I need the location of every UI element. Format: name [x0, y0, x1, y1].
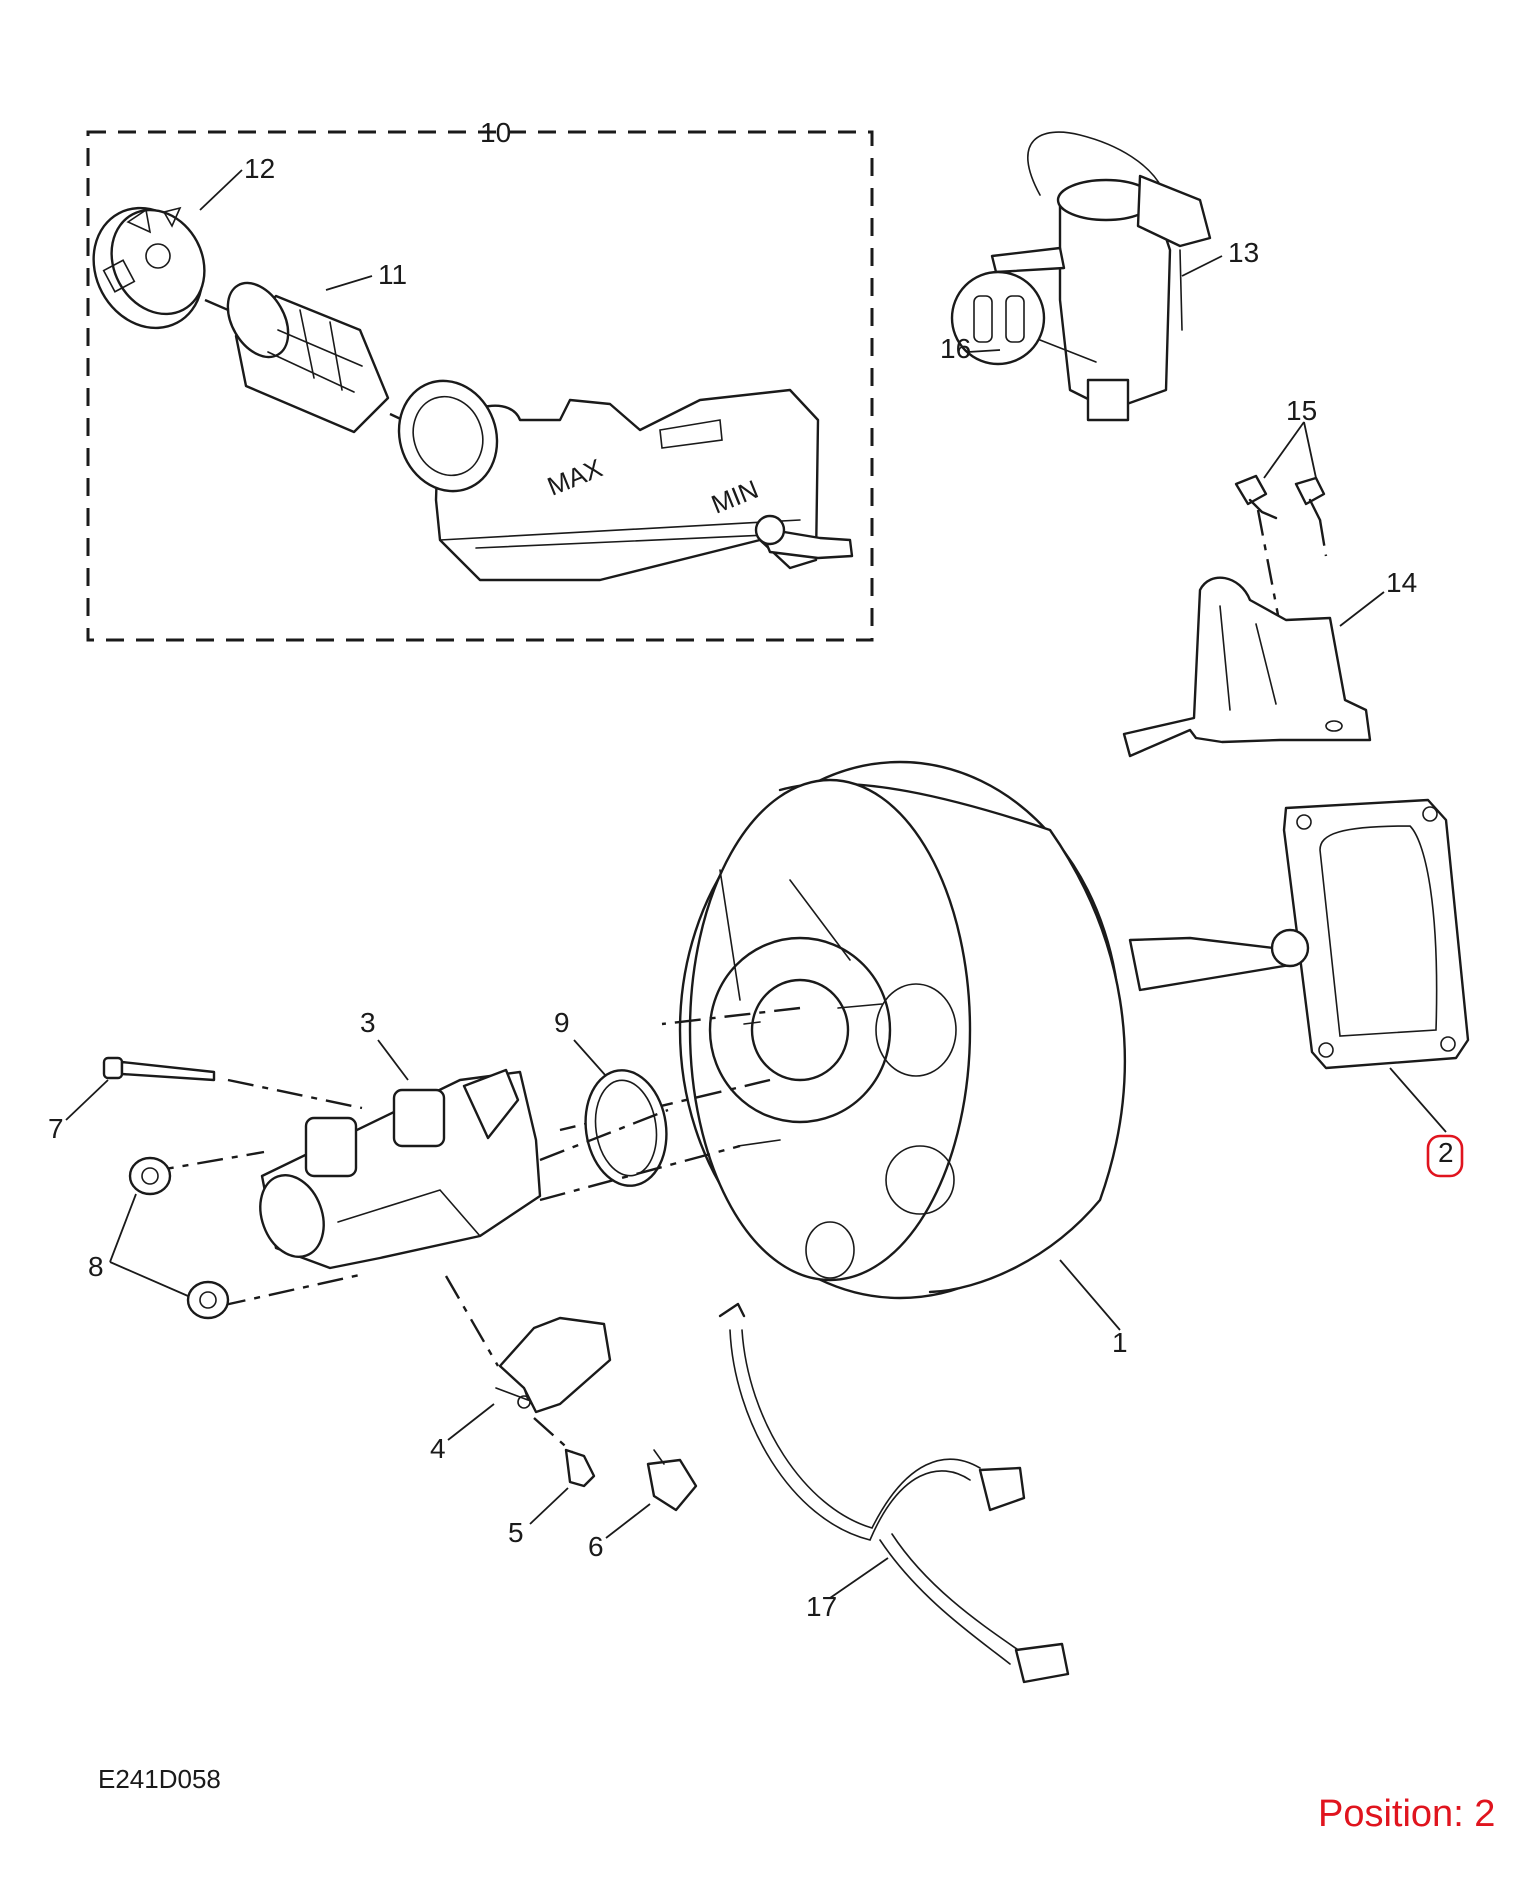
callout-12: 12: [244, 153, 275, 184]
part-13-vacuum-pump[interactable]: [990, 131, 1212, 422]
part-10-reservoir-body[interactable]: MAX MIN: [384, 367, 854, 582]
part-15-bolts[interactable]: [1234, 474, 1326, 522]
callout-7: 7: [48, 1113, 64, 1144]
part-11-strainer[interactable]: [215, 272, 390, 434]
part-14-bracket[interactable]: [1122, 576, 1372, 758]
part-3-master-cylinder[interactable]: [249, 1068, 542, 1270]
position-highlight-marker: [1426, 1134, 1464, 1178]
part-5-screw[interactable]: [564, 1448, 596, 1488]
position-label: Position: 2: [1318, 1793, 1495, 1835]
leader-lines: [65, 169, 1447, 1599]
callout-9: 9: [554, 1007, 570, 1038]
callout-15: 15: [1286, 395, 1317, 426]
callout-13: 13: [1228, 237, 1259, 268]
callout-14: 14: [1386, 567, 1417, 598]
callout-10: 10: [480, 117, 511, 148]
callout-4: 4: [430, 1433, 446, 1464]
part-16-seals-inset[interactable]: [950, 270, 1097, 366]
part-9-o-ring[interactable]: [578, 1065, 673, 1191]
callout-16: 16: [940, 333, 971, 364]
part-2-gasket[interactable]: [1282, 798, 1470, 1070]
part-17-vacuum-hose[interactable]: [718, 1302, 1070, 1684]
drawing-code: E241D058: [98, 1764, 221, 1794]
assembly-group-box: [86, 130, 874, 642]
callout-8: 8: [88, 1251, 104, 1282]
part-7-bolt[interactable]: [102, 1056, 216, 1082]
callout-3: 3: [360, 1007, 376, 1038]
callout-11: 11: [378, 259, 407, 290]
part-4-sensor[interactable]: [495, 1316, 612, 1414]
callout-17: 17: [806, 1591, 837, 1622]
callout-2: 2: [1438, 1137, 1454, 1168]
part-6-switch[interactable]: [646, 1449, 698, 1512]
part-12-reservoir-cap[interactable]: [73, 189, 223, 347]
callout-6: 6: [588, 1531, 604, 1562]
part-8-nuts[interactable]: [128, 1156, 230, 1320]
callout-1: 1: [1112, 1327, 1128, 1358]
part-1-brake-booster[interactable]: [678, 760, 1310, 1300]
callout-5: 5: [508, 1517, 524, 1548]
